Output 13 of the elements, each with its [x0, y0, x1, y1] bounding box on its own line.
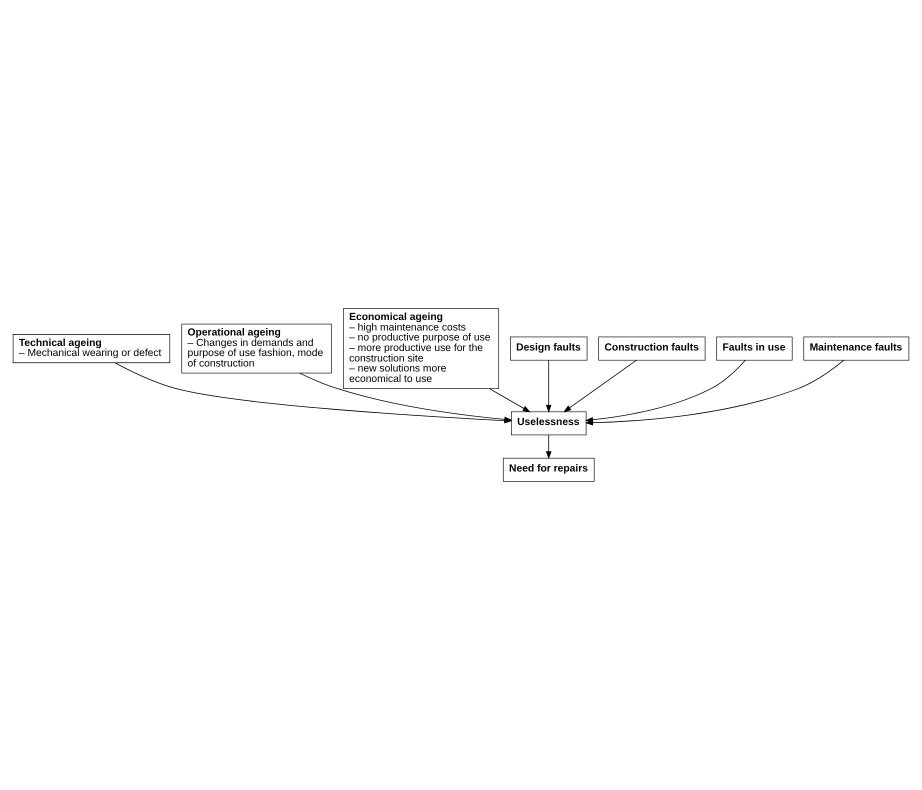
- node-box: Need for repairs: [502, 458, 594, 482]
- node-box: Uselessness: [510, 411, 586, 436]
- node-box: Maintenance faults: [803, 336, 910, 360]
- arrow: [546, 360, 552, 413]
- node-box: Operational ageing – Changes in demands and purpose of use fashion, mode of construction: [181, 324, 332, 374]
- arrow: [563, 360, 637, 412]
- arrow: [488, 388, 531, 412]
- node-box: Design faults: [510, 336, 588, 360]
- node-box: Economical ageing – high maintenance costs – no productive purpose of use – more productive use for the construction site – new solutions more economical to use: [342, 308, 500, 389]
- node-box: Technical ageing – Mechanical wearing or defect: [12, 334, 170, 364]
- node-box: Construction faults: [598, 336, 706, 360]
- arrow: [546, 434, 552, 460]
- node-box: Faults in use: [716, 336, 792, 360]
